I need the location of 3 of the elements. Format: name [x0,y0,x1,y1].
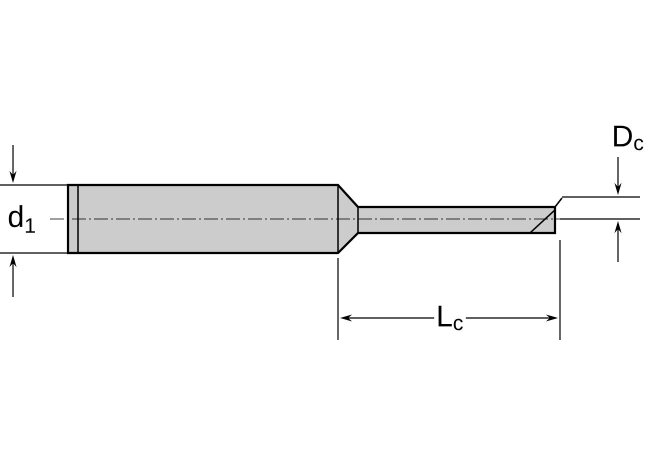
dimension-label: d$_{1}$ [8,205,35,233]
dimension-label: D$_{c}$ [614,126,644,150]
dimension-label: L$_{c}$ [434,304,466,332]
